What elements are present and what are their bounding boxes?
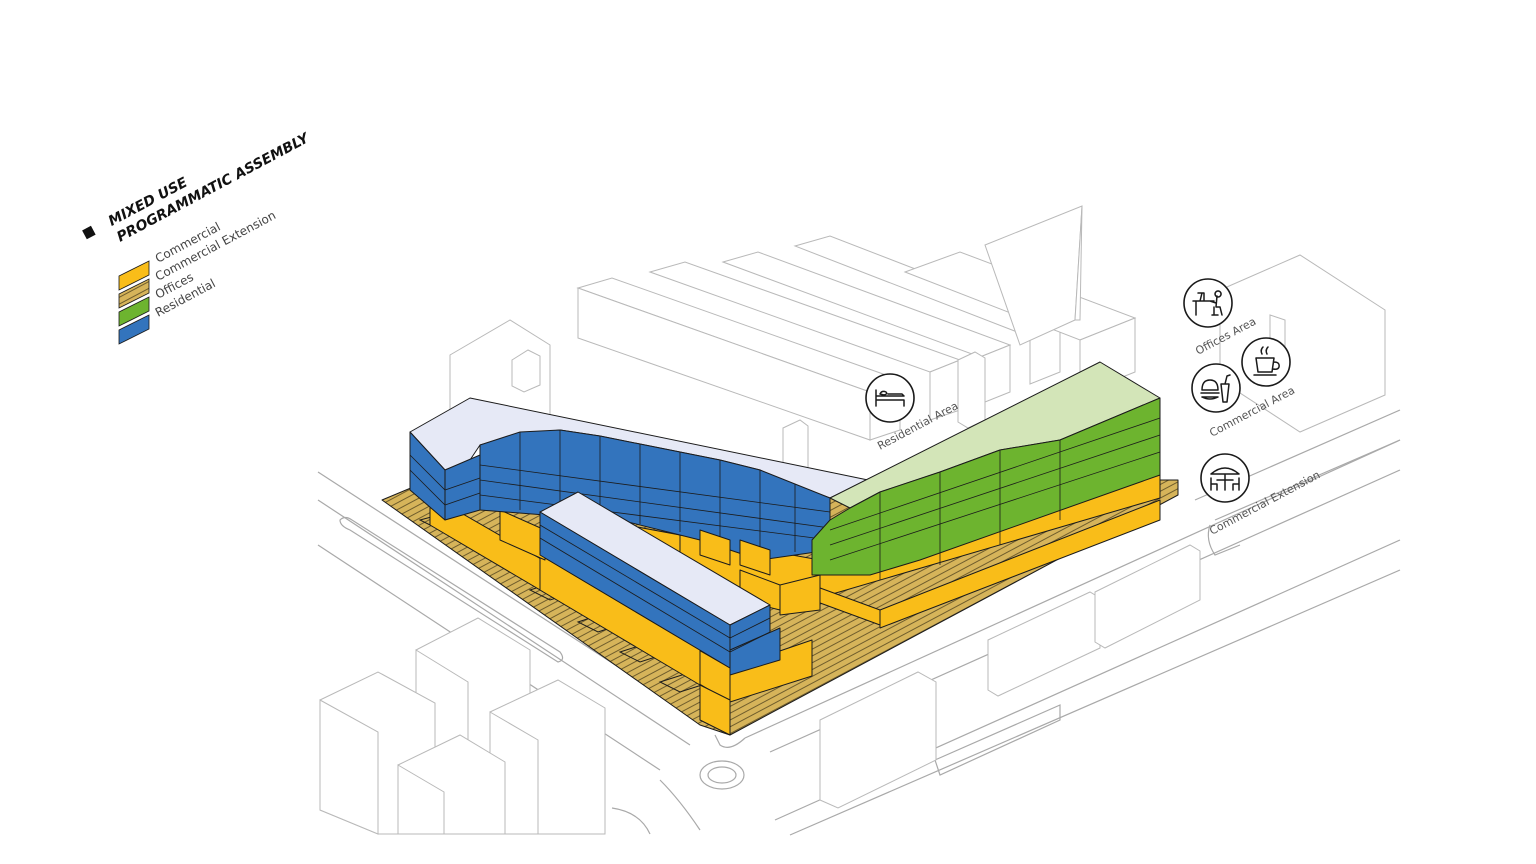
residential-north-block	[409, 397, 869, 576]
legend-swatch-residential	[118, 314, 150, 345]
legend-swatch-commercial	[118, 260, 150, 291]
context-buildings-south	[319, 617, 606, 835]
title-marker	[82, 225, 96, 240]
offices-east-block	[811, 361, 1161, 580]
fast-food-icon	[1191, 363, 1241, 413]
bed-icon	[865, 373, 915, 423]
residential-south-block	[539, 491, 781, 676]
context-buildings-east	[819, 254, 1386, 809]
legend-swatch-commercial-extension	[118, 278, 150, 309]
coffee-cup-icon	[1241, 337, 1291, 387]
desk-worker-icon	[1183, 278, 1233, 328]
outdoor-table-icon	[1200, 453, 1250, 503]
legend-swatch-offices	[118, 296, 150, 327]
